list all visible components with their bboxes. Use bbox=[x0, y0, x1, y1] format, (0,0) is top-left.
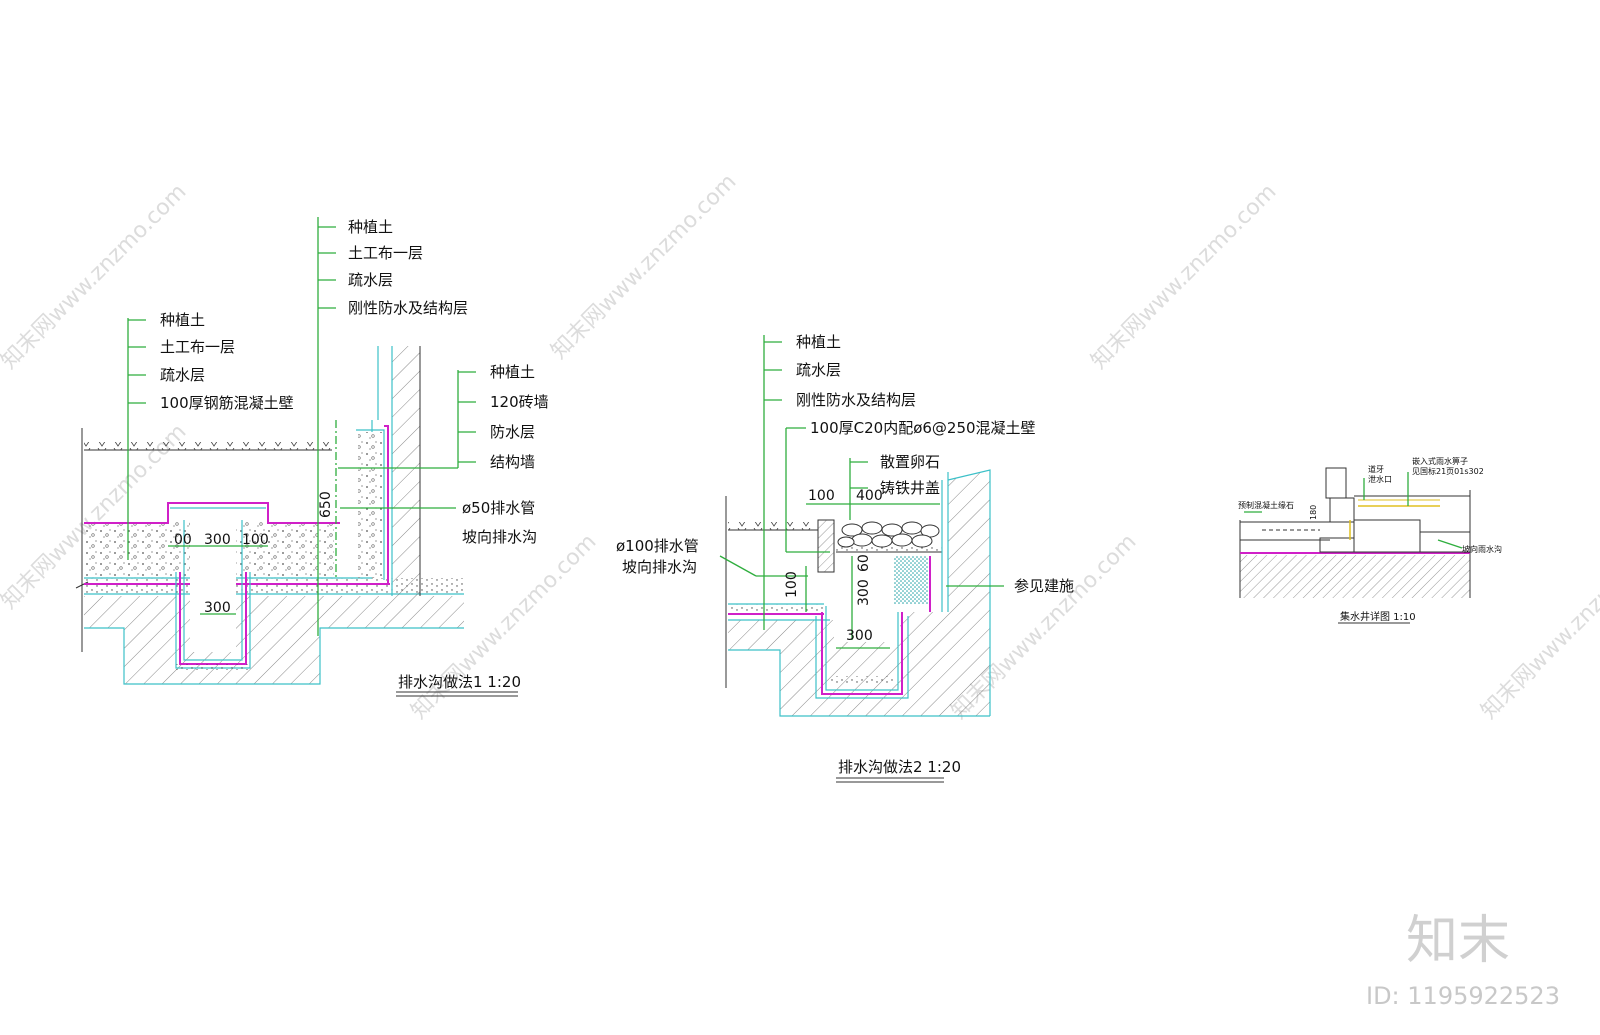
d1-upper-label-3: 疏水层 bbox=[348, 271, 393, 289]
d3-label-d: 坡向雨水沟 bbox=[1462, 544, 1502, 554]
d1-right-label-1: 种植土 bbox=[490, 363, 535, 381]
d1-left-label-1: 种植土 bbox=[160, 311, 205, 329]
detail-1: 种植土 土工布一层 疏水层 刚性防水及结构层 种植土 土工布一层 疏水层 100… bbox=[75, 217, 549, 697]
brand-block: 知末 ID: 1195922523 bbox=[1366, 911, 1560, 1010]
d2-dim-100v: 100 bbox=[784, 571, 800, 598]
d2-pebbles bbox=[837, 521, 940, 548]
d2-label-3: 刚性防水及结构层 bbox=[796, 391, 916, 409]
d1-title: 排水沟做法1 1:20 bbox=[398, 673, 521, 691]
d2-refer-note: 参见建施 bbox=[1014, 577, 1074, 595]
d1-dim-300a: 300 bbox=[204, 532, 231, 548]
d1-left-label-3: 疏水层 bbox=[160, 366, 205, 384]
watermark-7: 知末网www.znzmo.com bbox=[1477, 529, 1600, 724]
d3-label-e: 嵌入式雨水箅子 bbox=[1412, 456, 1468, 466]
d2-cover-note-2: 铸铁井盖 bbox=[880, 479, 940, 497]
d2-dim-60: 60 bbox=[856, 554, 872, 572]
d1-dim-300b: 300 bbox=[204, 600, 231, 616]
d2-label-2: 疏水层 bbox=[796, 361, 841, 379]
d2-wall-note: 100厚C20内配ø6@250混凝土壁 bbox=[810, 419, 1036, 437]
d2-pipe-note-2: 坡向排水沟 bbox=[622, 558, 697, 576]
d2-dim-300h: 300 bbox=[846, 628, 873, 644]
d1-upper-label-2: 土工布一层 bbox=[348, 244, 423, 262]
watermark-3: 知末网www.znzmo.com bbox=[1087, 179, 1282, 374]
watermark-2: 知末网www.znzmo.com bbox=[547, 169, 742, 364]
d1-upper-label-1: 种植土 bbox=[348, 218, 393, 236]
d3-label-c: 预制混凝土缘石 bbox=[1238, 500, 1294, 510]
d2-dim-400: 400 bbox=[856, 488, 883, 504]
d1-left-label-4: 100厚钢筋混凝土壁 bbox=[160, 394, 294, 412]
d1-left-label-2: 土工布一层 bbox=[160, 338, 235, 356]
image-id: ID: 1195922523 bbox=[1366, 982, 1560, 1010]
d1-right-label-4: 结构墙 bbox=[490, 453, 535, 471]
d1-dim-00: 00 bbox=[174, 532, 192, 548]
d2-label-1: 种植土 bbox=[796, 333, 841, 351]
d2-dim-300v: 300 bbox=[856, 579, 872, 606]
detail-2: 种植土 疏水层 刚性防水及结构层 100厚C20内配ø6@250混凝土壁 散置卵… bbox=[616, 333, 1074, 783]
d1-dim-650: 650 bbox=[318, 491, 334, 518]
detail-3: 道牙 泄水口 预制混凝土缘石 坡向雨水沟 嵌入式雨水箅子 见国标21页01s30… bbox=[1238, 456, 1502, 624]
d3-label-g: 180 bbox=[1309, 505, 1318, 520]
d1-right-label-3: 防水层 bbox=[490, 423, 535, 441]
d1-pipe-note-1: ø50排水管 bbox=[462, 499, 535, 517]
d2-title: 排水沟做法2 1:20 bbox=[838, 758, 961, 776]
d3-title: 集水井详图 1:10 bbox=[1340, 610, 1416, 623]
d2-dim-100a: 100 bbox=[808, 488, 835, 504]
d1-dim-100: 100 bbox=[242, 532, 269, 548]
d3-label-f: 见国标21页01s302 bbox=[1412, 466, 1484, 476]
d3-label-b: 泄水口 bbox=[1368, 474, 1392, 484]
d3-label-a: 道牙 bbox=[1368, 464, 1384, 474]
d1-upper-label-4: 刚性防水及结构层 bbox=[348, 299, 468, 317]
d2-cover-note-1: 散置卵石 bbox=[880, 453, 940, 471]
d1-right-label-2: 120砖墙 bbox=[490, 393, 549, 411]
brand-logo: 知末 bbox=[1406, 911, 1510, 971]
d2-pipe-note-1: ø100排水管 bbox=[616, 537, 699, 555]
d1-pipe-note-2: 坡向排水沟 bbox=[462, 528, 537, 546]
